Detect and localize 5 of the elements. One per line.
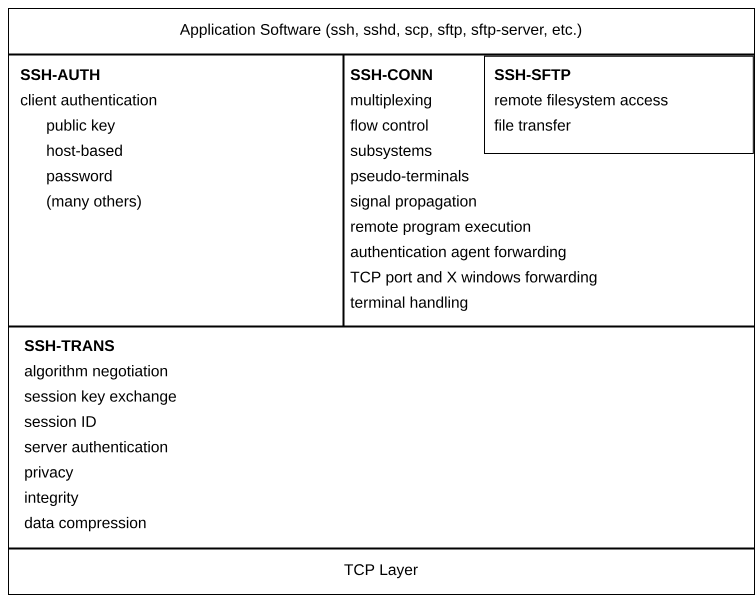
layer-box: SSH-AUTH client authentication public key host-based password (many others): [8, 54, 344, 326]
layer-box: Application Software (ssh, sshd, scp, sftp, sftp-server, etc.): [8, 8, 755, 54]
layer-box: SSH-SFTP remote filesystem access file transfer: [484, 56, 754, 154]
layer-box: SSH-TRANS algorithm negotiation session key exchange session ID server authentication privacy integrity data compression: [8, 326, 755, 548]
layer-box: TCP Layer: [8, 548, 755, 595]
